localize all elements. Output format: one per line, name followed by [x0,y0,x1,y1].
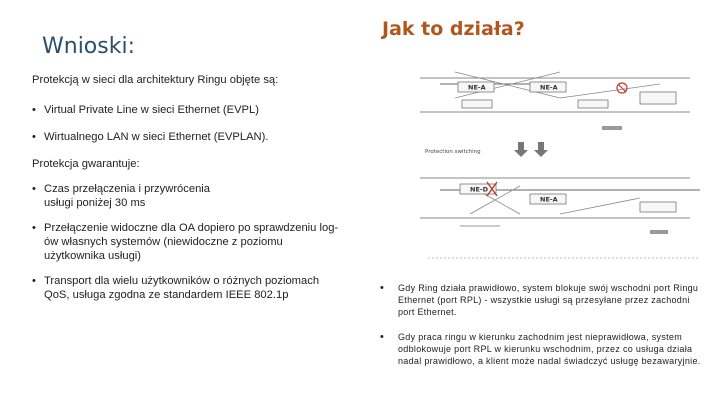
intro-text-2: Protekcja gwarantuje: [32,158,140,170]
right-bullet-normal: Gdy Ring działa prawidłowo, system bloku… [380,282,705,318]
diagram-title: Jak to działa? [382,18,525,40]
upper-legend-bar [602,126,622,130]
upper-node-right [639,91,677,105]
upper-block-icon [616,82,628,94]
lower-fault-mark-2 [486,181,498,197]
upper-cross-3 [559,83,661,99]
bullet-evplan: Wirtualnego LAN w sieci Ethernet (EVPLAN… [32,130,352,144]
lower-cross-1 [469,185,521,215]
right-bullets: Gdy Ring działa prawidłowo, system bloku… [380,282,705,367]
lower-node-right [639,201,677,213]
upper-node-left-label: NE-A [468,84,486,92]
upper-block-slash [617,83,627,93]
right-bullet-failover: Gdy praca ringu w kierunku zachodnim jes… [380,331,705,367]
lower-ring: NE-D NE-A [420,177,700,259]
upper-node-lower-left [461,99,493,109]
upper-node-mid-label: NE-A [540,84,558,92]
left-content: Protekcją w sieci dla architektury Ringu… [32,73,352,302]
upper-node-mid [529,81,567,93]
lower-node-mid-label: NE-A [540,196,558,204]
upper-node-lower-mid [577,99,609,109]
upper-cross-2 [454,71,561,99]
upper-node-left [457,81,495,93]
lower-cross-3 [559,197,641,215]
bullet-evpl: Virtual Private Line w sieci Ethernet (E… [32,103,352,117]
bullet-switch-visibility: Przełączenie widoczne dla OA dopiero po … [32,221,344,263]
upper-ring: NE-A NE-A [420,71,690,130]
lower-fault-mark-1 [486,181,498,197]
lower-node-left [459,183,497,195]
intro-text-1: Protekcją w sieci dla architektury Ringu… [32,74,279,86]
lower-legend-bar [650,230,668,234]
protection-switching: Protection switching [425,142,548,157]
switch-arrow-icon [514,142,528,157]
bullet-transport-qos: Transport dla wielu użytkowników o różny… [32,274,339,302]
lower-node-left-label: NE-D [470,186,489,194]
upper-cross-1 [454,71,561,99]
lower-node-mid [529,193,567,205]
bullet-switch-time: Czas przełączenia i przywrócenia usługi … [32,182,234,210]
slide-title: Wnioski: [42,34,135,59]
lower-cross-2 [469,185,521,215]
switch-arrow-icon-2 [534,142,548,157]
protection-switching-label: Protection switching [425,149,481,155]
